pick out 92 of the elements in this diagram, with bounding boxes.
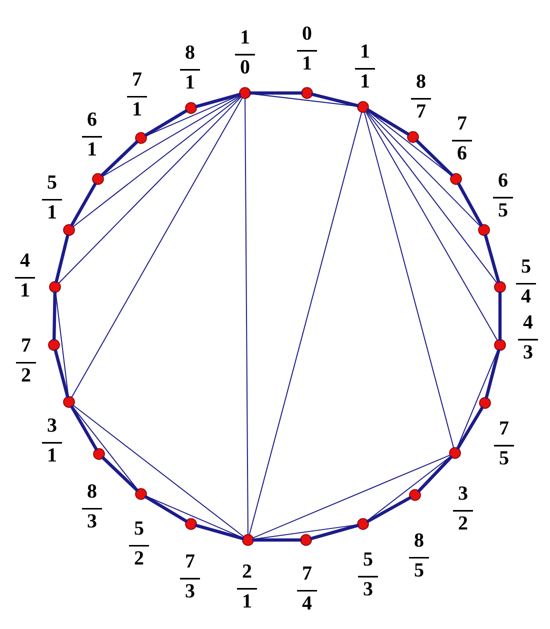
edge-line <box>58 96 242 284</box>
edge-line <box>100 140 138 177</box>
edge-line <box>366 108 410 136</box>
edge-line <box>484 349 500 399</box>
edge-line <box>73 96 241 227</box>
edge-line <box>310 524 359 540</box>
edge-line <box>55 292 69 397</box>
fraction-label: 5 2 <box>129 522 149 564</box>
edge-line <box>195 92 241 108</box>
fraction-label: 1 1 <box>355 44 375 88</box>
fraction-label: 7 2 <box>16 338 36 382</box>
fraction-label: 4 1 <box>15 254 35 296</box>
edge-line <box>367 456 451 521</box>
fraction-label: 7 1 <box>127 72 147 116</box>
edge-line <box>244 98 248 535</box>
vertex-dot <box>300 534 312 546</box>
vertex-dot <box>301 87 313 99</box>
fraction-label: 8 3 <box>82 484 102 528</box>
fraction-label: 8 1 <box>180 45 200 89</box>
edge-line <box>70 406 98 450</box>
edge-line <box>367 110 452 176</box>
edge-line <box>144 109 188 137</box>
vertex-dot <box>63 224 75 236</box>
edge-line <box>52 291 56 341</box>
vertex-dot <box>479 397 491 409</box>
edge-line <box>144 495 188 523</box>
fraction-label: 5 1 <box>42 176 62 218</box>
fraction-label: 2 1 <box>237 564 257 608</box>
edge-line <box>364 112 454 448</box>
edge-line <box>457 182 483 226</box>
vertex-dot <box>93 448 105 460</box>
edge-line <box>366 111 497 283</box>
fraction-label: 3 2 <box>453 486 473 530</box>
edge-line <box>249 91 303 95</box>
fraction-label: 6 1 <box>82 112 102 156</box>
fraction-label: 7 6 <box>452 116 472 160</box>
vertex-dot <box>135 132 147 144</box>
vertex-dot <box>409 489 421 501</box>
vertex-dot <box>450 173 462 185</box>
fraction-label: 7 3 <box>180 554 200 598</box>
edge-line <box>54 234 70 283</box>
edge-line <box>456 350 498 448</box>
vertex-dot <box>494 339 506 351</box>
vertex-dot <box>407 131 419 143</box>
fraction-label: 4 3 <box>518 315 538 359</box>
fraction-label: 0 1 <box>297 26 317 70</box>
edge-line <box>498 291 502 341</box>
vertex-dot <box>239 87 251 99</box>
edge-line <box>484 234 500 283</box>
fraction-label: 5 4 <box>516 260 536 302</box>
vertex-dot <box>357 518 369 530</box>
edge-line <box>146 496 244 538</box>
edge-line <box>146 94 240 136</box>
edge-line <box>70 182 97 226</box>
edge-line <box>366 496 412 523</box>
fraction-label: 8 5 <box>409 533 429 577</box>
vertex-dot <box>135 488 147 500</box>
vertex-dot <box>63 396 75 408</box>
fraction-label: 6 5 <box>493 173 513 217</box>
fraction-label: 7 5 <box>494 421 514 465</box>
vertex-dot <box>92 173 104 185</box>
fraction-label: 8 7 <box>411 74 431 118</box>
edge-line <box>416 140 454 176</box>
vertex-dot <box>242 534 254 546</box>
fraction-label: 3 1 <box>42 418 62 462</box>
edge-line <box>72 406 138 490</box>
edge-line <box>73 405 244 537</box>
edge-line <box>195 524 244 540</box>
edge-line <box>365 112 498 340</box>
vertex-dot <box>48 339 60 351</box>
edge-line <box>102 456 138 492</box>
fraction-label: 1 0 <box>235 30 255 74</box>
edge-line <box>456 406 484 450</box>
vertex-dot <box>478 224 490 236</box>
vertex-dot <box>494 281 506 293</box>
edge-line <box>54 349 70 398</box>
vertex-dot <box>449 447 461 459</box>
fraction-label: 7 4 <box>297 566 317 610</box>
vertex-dot <box>185 102 197 114</box>
edge-line <box>252 454 450 538</box>
edge-line <box>249 112 362 535</box>
vertex-dot <box>49 281 61 293</box>
edge-line <box>417 456 453 492</box>
edge-line <box>311 92 359 108</box>
edge-line <box>252 538 302 542</box>
vertex-dot <box>185 518 197 530</box>
fraction-label: 5 3 <box>358 552 378 596</box>
edge-line <box>253 524 358 540</box>
edge-line <box>366 110 480 226</box>
edge-line <box>102 95 240 177</box>
vertex-dot <box>357 101 369 113</box>
edge-line <box>71 98 243 398</box>
